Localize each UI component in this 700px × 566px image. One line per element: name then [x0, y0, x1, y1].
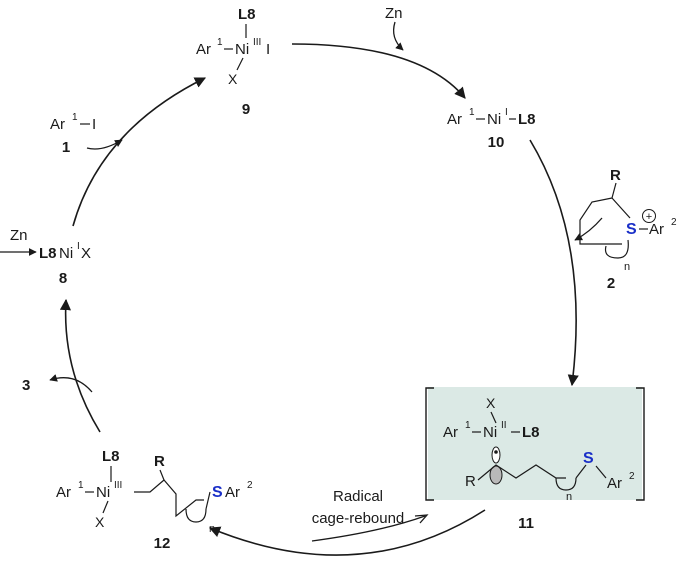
n11-s: S: [583, 450, 594, 467]
n12-s: S: [212, 484, 223, 501]
n11-ar: Ar: [443, 424, 458, 441]
n2-s: S: [626, 221, 637, 238]
n11-orbital-top: [491, 446, 501, 464]
reagent-1: Ar 1 I 1: [50, 112, 96, 156]
n2-charge: +: [646, 211, 652, 223]
n11-ar2-sup: 2: [629, 471, 635, 482]
n2-ar-sup: 2: [671, 217, 677, 228]
n9-metal: Ni: [235, 41, 249, 58]
zn-top: Zn: [385, 5, 403, 22]
n10-number: 10: [488, 134, 505, 151]
radical-label-line2: cage-rebound: [312, 510, 405, 527]
arrow-12-to-8: [59, 298, 101, 433]
radical-harpoon: [311, 514, 429, 542]
n12-ar2: Ar: [225, 484, 240, 501]
node-11: X Ar 1 Ni II L8 R n S Ar 2 11: [425, 387, 645, 532]
n11-ligand: L8: [522, 424, 540, 441]
arrow-release-3: [49, 374, 93, 393]
zn-left: Zn: [10, 227, 28, 244]
arrow-reagent-2-in: [574, 217, 603, 241]
n11-ox: II: [501, 420, 507, 431]
n11-left-bracket: [425, 387, 434, 501]
n8-number: 8: [59, 270, 67, 287]
n12-n: n: [209, 523, 215, 535]
n10-ar-sup: 1: [469, 107, 475, 118]
n11-n: n: [566, 491, 572, 503]
n11-highlight-box: [428, 387, 642, 500]
n10-ar: Ar: [447, 111, 462, 128]
n9-ar: Ar: [196, 41, 211, 58]
n11-right-bracket: [636, 387, 645, 501]
n9-ox: III: [253, 37, 261, 48]
n8-ligand: L8: [39, 245, 57, 262]
arrow-9-to-10: [291, 43, 466, 99]
n11-metal: Ni: [483, 424, 497, 441]
n11-orbital-bottom: [489, 465, 503, 485]
n9-bottom-ligand: X: [228, 71, 238, 87]
reagent-2: R S + Ar 2 n 2: [579, 167, 677, 292]
n12-ar: Ar: [56, 484, 71, 501]
n8-metal: Ni: [59, 245, 73, 262]
n11-x: X: [486, 395, 496, 411]
n9-ligand: L8: [238, 6, 256, 23]
r1-i: I: [92, 116, 96, 133]
n11-r: R: [465, 473, 476, 490]
radical-label-line1: Radical: [333, 488, 383, 505]
arrow-reagent-1-in: [86, 139, 123, 150]
n12-ar-sup: 1: [78, 480, 84, 491]
arrow-8-to-9: [72, 77, 207, 227]
node-8: Zn L8 Ni I X 8: [10, 227, 91, 287]
r1-ar: Ar: [50, 116, 65, 133]
n8-ox: I: [77, 241, 80, 252]
n9-x: I: [266, 41, 270, 58]
n11-number: 11: [518, 515, 534, 532]
n11-ar-sup: 1: [465, 420, 471, 431]
node-12: L8 Ar 1 Ni III X R n S Ar 2 12: [56, 448, 253, 552]
arrow-10-to-11: [529, 139, 579, 387]
r1-number: 1: [62, 139, 70, 156]
node-9: L8 Ar 1 Ni III I X 9: [196, 6, 270, 118]
arrow-11-to-12: [208, 509, 486, 556]
n9-ar-sup: 1: [217, 37, 223, 48]
n11-ar2: Ar: [607, 475, 622, 492]
n8-x: X: [81, 245, 91, 262]
product-3: 3: [22, 377, 30, 394]
n12-x: X: [95, 514, 105, 530]
n2-number: 2: [607, 275, 615, 292]
n2-r: R: [610, 167, 621, 184]
n2-ar: Ar: [649, 221, 664, 238]
arrow-zn-top: [392, 21, 404, 51]
node-10: Ar 1 Ni I L8 10: [447, 107, 536, 151]
n9-number: 9: [242, 101, 250, 118]
n12-ox: III: [114, 480, 122, 491]
n12-r: R: [154, 453, 165, 470]
n12-number: 12: [154, 535, 171, 552]
n10-ligand: L8: [518, 111, 536, 128]
n12-metal: Ni: [96, 484, 110, 501]
r1-ar-sup: 1: [72, 112, 78, 123]
n12-ligand: L8: [102, 448, 120, 465]
n2-n: n: [624, 261, 630, 273]
n10-metal: Ni: [487, 111, 501, 128]
n10-ox: I: [505, 107, 508, 118]
n12-ar2-sup: 2: [247, 480, 253, 491]
